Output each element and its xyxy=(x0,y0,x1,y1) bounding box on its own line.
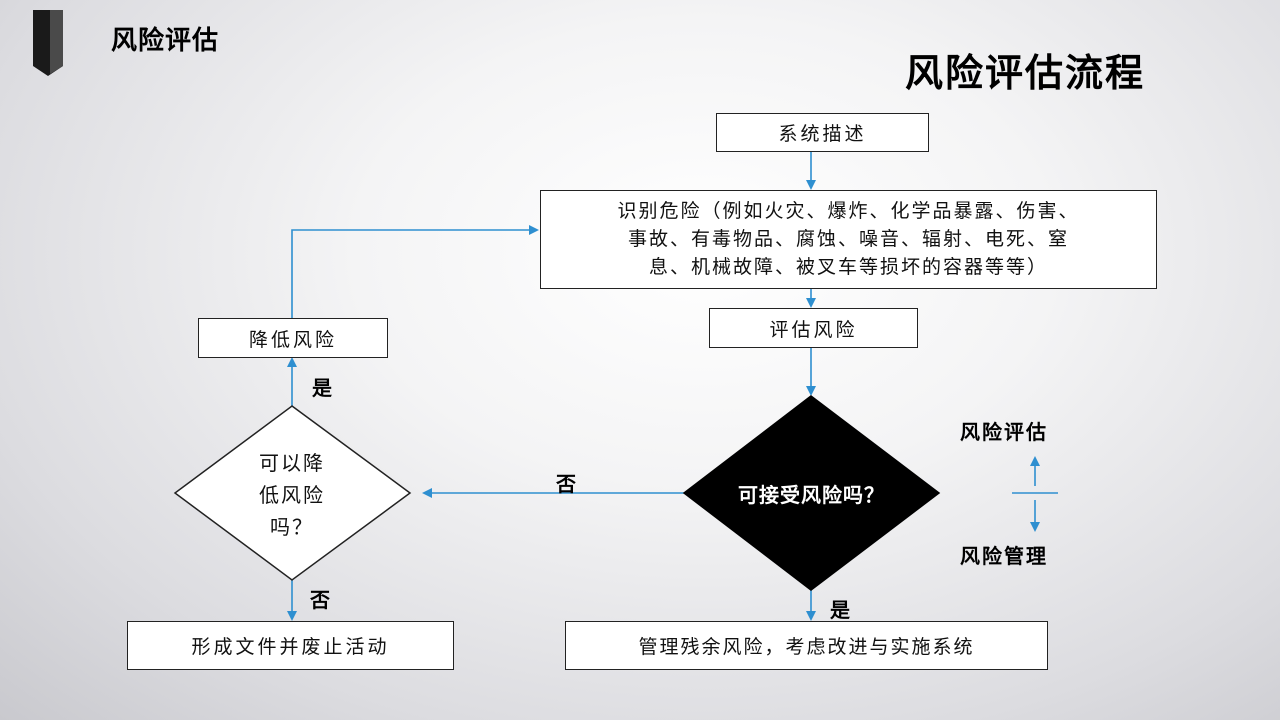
node-system-description: 系统描述 xyxy=(716,113,929,152)
node-identify-hazards-line1: 识别危险（例如火灾、爆炸、化学品暴露、伤害、 xyxy=(617,200,1080,222)
node-assess-risk: 评估风险 xyxy=(709,308,918,348)
node-identify-hazards: 识别危险（例如火灾、爆炸、化学品暴露、伤害、 事故、有毒物品、腐蚀、噪音、辐射、… xyxy=(540,190,1157,289)
node-manage-residual-label: 管理残余风险，考虑改进与实施系统 xyxy=(638,636,975,658)
edge-label-no-reduce: 否 xyxy=(310,588,330,612)
node-system-description-label: 系统描述 xyxy=(778,123,867,145)
node-reduce-risk-label: 降低风险 xyxy=(248,328,337,351)
node-can-reduce-line1: 可以降 xyxy=(259,451,325,475)
node-assess-risk-label: 评估风险 xyxy=(769,318,858,341)
page-title: 风险评估流程 xyxy=(905,51,1146,95)
node-manage-residual: 管理残余风险，考虑改进与实施系统 xyxy=(565,621,1048,670)
decision-diamond-can-reduce xyxy=(173,405,412,581)
node-identify-hazards-line3: 息、机械故障、被叉车等损坏的容器等等） xyxy=(648,256,1048,278)
section-title: 风险评估 xyxy=(111,26,220,56)
node-can-reduce-label: 可以降 低风险 吗？ xyxy=(232,447,352,543)
arrow-reduce-loop xyxy=(291,225,539,318)
node-document-stop-label: 形成文件并废止活动 xyxy=(191,636,390,658)
node-reduce-risk: 降低风险 xyxy=(198,318,388,358)
edge-label-yes-reduce: 是 xyxy=(312,376,332,400)
node-acceptable-risk-label: 可接受风险吗？ xyxy=(738,483,885,507)
edge-label-no-acceptable: 否 xyxy=(556,472,576,496)
decision-diamond-acceptable xyxy=(682,395,941,591)
node-identify-hazards-line2: 事故、有毒物品、腐蚀、噪音、辐射、电死、窒 xyxy=(627,228,1069,250)
node-document-stop: 形成文件并废止活动 xyxy=(127,621,454,670)
node-can-reduce-line3: 吗？ xyxy=(270,515,314,539)
legend-risk-management: 风险管理 xyxy=(960,544,1048,568)
node-can-reduce-line2: 低风险 xyxy=(259,483,325,507)
legend-risk-assessment: 风险评估 xyxy=(960,420,1048,444)
corner-marker-icon xyxy=(33,10,63,76)
edge-label-yes-acceptable: 是 xyxy=(830,598,850,622)
